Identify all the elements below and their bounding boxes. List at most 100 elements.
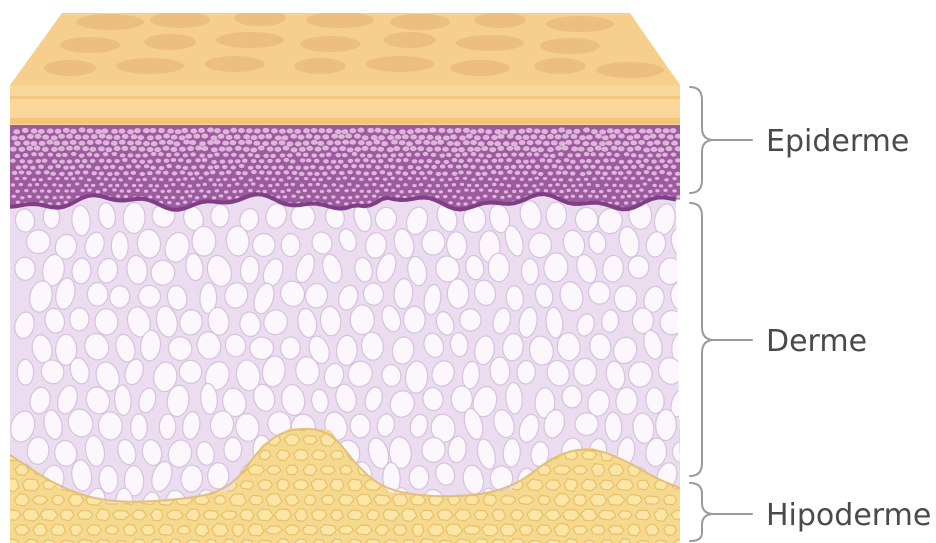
epidermis-cell [111,129,118,134]
epidermis-cell [494,190,498,193]
epidermis-cell [291,183,295,186]
epidermis-cell [519,140,526,145]
epidermis-cell [15,154,21,158]
epidermis-cell [67,159,73,163]
surface-stripe [10,96,680,99]
epidermis-cell [541,129,548,134]
dermis-cell [250,337,274,359]
epidermis-cell [15,190,19,193]
epidermis-cell [59,172,65,176]
fat-cell [637,480,649,489]
fat-cell [682,525,695,536]
epidermis-cell [71,177,75,180]
epidermis-cell [319,166,325,170]
epidermis-cell [467,158,473,162]
epidermis-cell [206,190,210,193]
epidermis-cell [643,135,650,140]
epidermis-cell [331,147,338,152]
dermis-bracket [690,203,714,476]
epidermis-cell [396,184,400,187]
epidermis-cell [574,139,581,144]
epidermis-cell [151,141,158,146]
epidermis-cell [631,177,635,180]
epidermis-cell [171,196,175,199]
epidermis-cell [563,184,567,187]
epidermis-cell [519,153,525,157]
epidermis-cell [267,159,273,163]
epidermis-cell [382,153,388,157]
epidermis-cell [395,170,401,174]
dermis-cell [224,437,242,462]
epidermis-cell [504,165,510,169]
epidermis-cell [235,159,241,163]
epidermis-cell [431,165,437,169]
epidermis-cell [107,172,113,176]
dermis-cell [192,226,216,256]
epidermis-cell [599,129,606,134]
epidermis-cell [331,195,335,198]
epidermis-cell [615,202,619,205]
epidermis-cell [511,141,518,146]
epidermis-cell [307,172,313,176]
epidermis-cell [627,135,634,140]
epidermis-cell [582,141,589,146]
epidermis-cell [114,135,121,140]
epidermis-cell [659,133,666,138]
epidermis-cell [534,129,541,134]
epidermis-cell [114,172,120,176]
epidermis-cell [144,164,150,168]
epidermis-cell [442,172,448,176]
epidermis-cell [367,128,374,133]
epidermis-cell [647,153,653,157]
fat-cell [240,510,254,521]
epidermis-cell [340,196,344,199]
epidermis-cell [443,195,447,198]
epidermis-cell [32,178,36,181]
fat-cell [582,451,597,460]
epidermis-cell [478,128,485,133]
epidermis-cell [354,147,361,152]
epidermis-cell [138,147,145,152]
epidermis-cell [116,195,120,198]
surface-pore [216,32,284,48]
epidermis-cell [75,134,82,139]
epidermis-cell [659,170,665,174]
epidermis-cell [384,189,388,192]
epidermis-cell [437,140,444,145]
epidermis-cell [623,165,629,169]
epidermis-cell [355,195,359,198]
dermis-cell [87,283,108,306]
epidermis-cell [488,177,492,180]
epidermis-cell [384,164,390,168]
epidermis-cell [551,189,555,192]
epidermis-cell [399,190,403,193]
epidermis-cell [279,140,286,145]
epidermis-cell [614,153,620,157]
fat-cell [230,494,247,506]
fat-cell [167,510,183,520]
epidermis-cell [243,134,250,139]
epidermis-cell [203,195,207,198]
epidermis-cell [22,165,28,169]
epidermis-cell [64,189,68,192]
epidermis-cell [624,201,628,204]
epidermis-cell [427,135,434,140]
epidermis-cell [558,166,564,170]
epidermis-cell [75,159,81,163]
epidermis-cell [147,135,154,140]
epidermis-cell [327,177,331,180]
epidermis-cell [27,160,33,164]
epidermis-cell [390,165,396,169]
epidermis-cell [239,164,245,168]
epidermis-cell [380,170,386,174]
epidermis-cell [202,158,208,162]
epidermis-cell [475,172,481,176]
epidermis-cell [355,184,359,187]
epidermis-cell [55,129,62,134]
epidermis-cell [339,146,346,151]
epidermis-cell [588,194,592,197]
epidermis-cell [46,140,53,145]
epidermis-cell [19,183,23,186]
epidermis-cell [423,152,429,156]
epidermis-cell [303,189,307,192]
